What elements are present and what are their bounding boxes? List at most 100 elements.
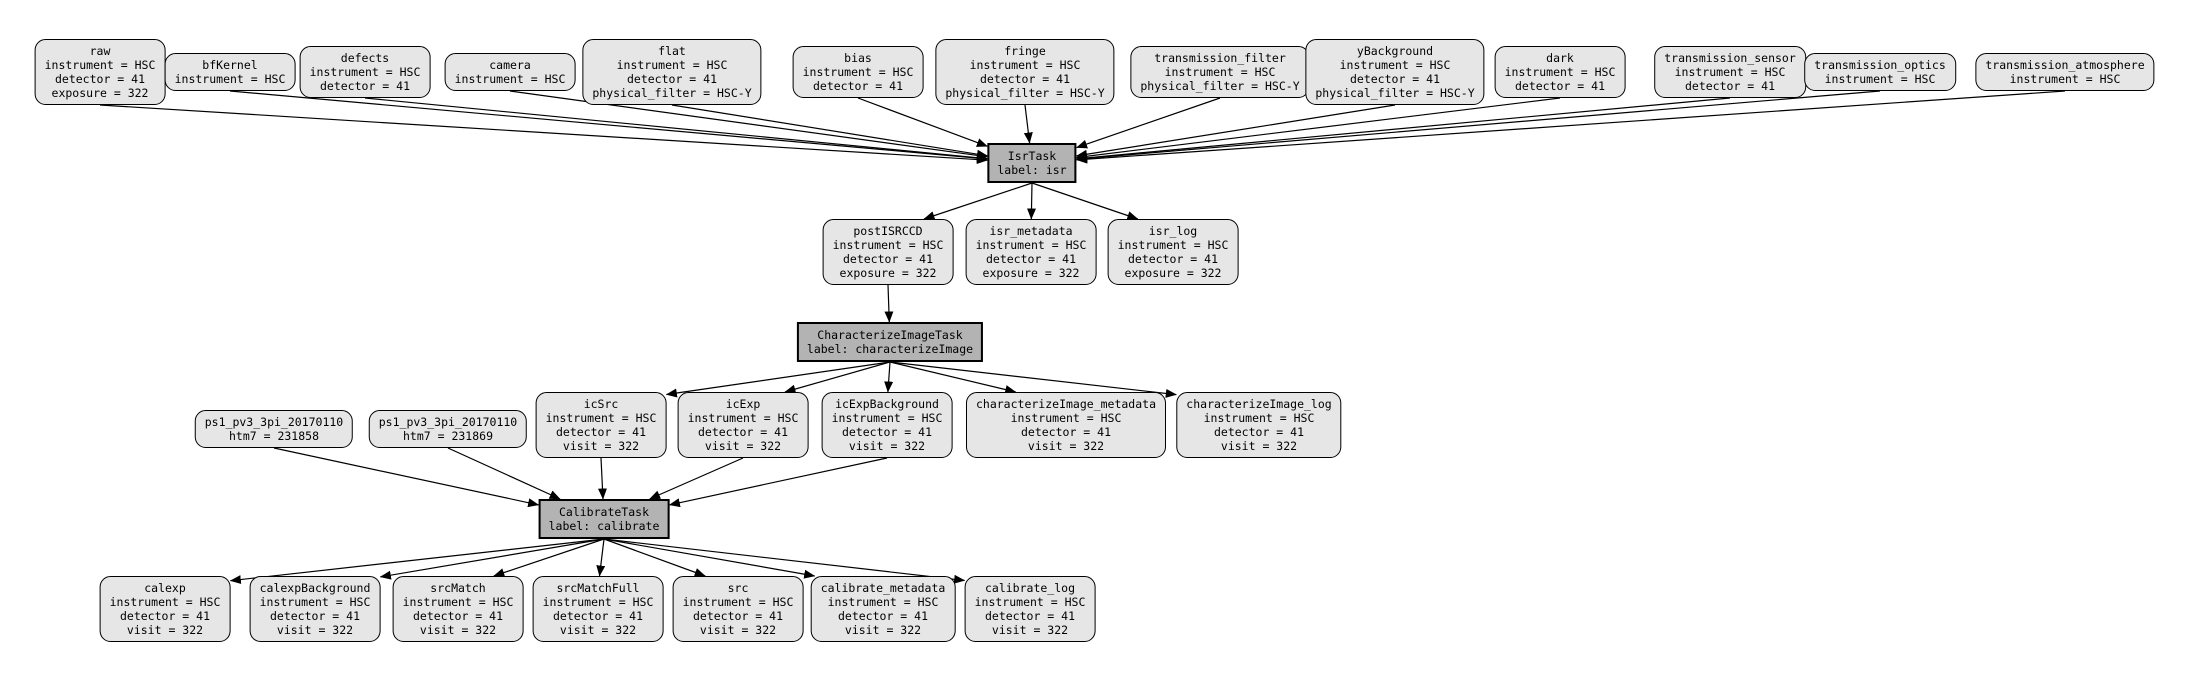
node-title: calibrate_metadata bbox=[820, 581, 946, 595]
node-attr: detector = 41 bbox=[1684, 79, 1775, 93]
node-attr: detector = 41 bbox=[979, 72, 1070, 86]
edge-calibrateTask-to-calibrate_metadata bbox=[603, 538, 816, 579]
node-title: dark bbox=[1546, 51, 1574, 65]
node-attr: label: calibrate bbox=[548, 519, 660, 533]
node-isr-log: isr_log instrument = HSC detector = 41 e… bbox=[1107, 219, 1239, 285]
node-attr: visit = 322 bbox=[419, 623, 497, 637]
node-characterizeImage-metadata: characterizeImage_metadata instrument = … bbox=[965, 392, 1167, 458]
node-attr: detector = 41 bbox=[985, 252, 1076, 266]
node-title: transmission_sensor bbox=[1664, 51, 1796, 65]
node-title: transmission_atmosphere bbox=[1985, 58, 2145, 72]
node-attr: instrument = HSC bbox=[975, 238, 1087, 252]
node-attr: instrument = HSC bbox=[969, 58, 1081, 72]
node-title: srcMatch bbox=[430, 581, 486, 595]
edge-defects-to-isrTask bbox=[364, 97, 988, 163]
node-attr: detector = 41 bbox=[1213, 425, 1304, 439]
node-srcMatch: srcMatch instrument = HSC detector = 41 … bbox=[392, 576, 524, 642]
node-attr: physical_filter = HSC-Y bbox=[1140, 79, 1300, 93]
node-title: transmission_filter bbox=[1154, 51, 1286, 65]
edge-transmission_sensor-to-isrTask bbox=[1076, 97, 1731, 163]
node-attr: instrument = HSC bbox=[832, 238, 944, 252]
edge-characterizeImageTask-to-characterizeImage_metadata bbox=[889, 361, 1017, 394]
node-flat: flat instrument = HSC detector = 41 phys… bbox=[582, 39, 762, 105]
edge-calibrateTask-to-src bbox=[603, 538, 706, 577]
node-attr: detector = 41 bbox=[692, 609, 783, 623]
edge-bias-to-isrTask bbox=[857, 97, 988, 147]
node-attr: instrument = HSC bbox=[1010, 411, 1122, 425]
node-ps1-refcat-231869: ps1_pv3_3pi_20170110 htm7 = 231869 bbox=[368, 410, 528, 448]
node-title: postISRCCD bbox=[853, 224, 923, 238]
node-attr: exposure = 322 bbox=[51, 86, 149, 100]
node-attr: instrument = HSC bbox=[827, 595, 939, 609]
node-title: IsrTask bbox=[1007, 149, 1057, 163]
node-camera: camera instrument = HSC bbox=[444, 53, 576, 91]
edge-characterizeImageTask-to-icExp bbox=[784, 361, 891, 394]
node-title: ps1_pv3_3pi_20170110 bbox=[378, 415, 518, 429]
node-title: defects bbox=[340, 51, 390, 65]
node-raw: raw instrument = HSC detector = 41 expos… bbox=[34, 39, 166, 105]
node-attr: detector = 41 bbox=[54, 72, 145, 86]
node-attr: detector = 41 bbox=[841, 425, 932, 439]
node-attr: visit = 322 bbox=[699, 623, 777, 637]
node-title: flat bbox=[658, 44, 686, 58]
node-isr-metadata: isr_metadata instrument = HSC detector =… bbox=[965, 219, 1097, 285]
edge-calibrateTask-to-srcMatch bbox=[493, 538, 605, 577]
node-attr: visit = 322 bbox=[1027, 439, 1105, 453]
node-attr: instrument = HSC bbox=[545, 411, 657, 425]
node-attr: detector = 41 bbox=[842, 252, 933, 266]
node-attr: detector = 41 bbox=[319, 79, 410, 93]
edge-transmission_filter-to-isrTask bbox=[1076, 97, 1221, 149]
node-attr: detector = 41 bbox=[1514, 79, 1605, 93]
node-yBackground: yBackground instrument = HSC detector = … bbox=[1305, 39, 1485, 105]
node-icExp: icExp instrument = HSC detector = 41 vis… bbox=[677, 392, 809, 458]
edge-isrTask-to-postISRCCD bbox=[923, 182, 1033, 220]
edge-calibrateTask-to-srcMatchFull bbox=[596, 538, 606, 577]
node-attr: detector = 41 bbox=[1349, 72, 1440, 86]
edge-characterizeImageTask-to-characterizeImage_log bbox=[889, 361, 1177, 398]
node-attr: label: characterizeImage bbox=[806, 342, 974, 356]
node-title: transmission_optics bbox=[1814, 58, 1946, 72]
edge-calibrateTask-to-calexp bbox=[229, 538, 605, 585]
node-title: calexpBackground bbox=[259, 581, 371, 595]
node-attr: instrument = HSC bbox=[831, 411, 943, 425]
node-attr: instrument = HSC bbox=[802, 65, 914, 79]
edge-icExp-to-calibrateTask bbox=[649, 457, 744, 500]
node-attr: visit = 322 bbox=[704, 439, 782, 453]
node-attr: detector = 41 bbox=[837, 609, 928, 623]
edge-characterizeImageTask-to-icExpBackground bbox=[884, 361, 894, 393]
node-attr: htm7 = 231869 bbox=[402, 429, 494, 443]
node-attr: instrument = HSC bbox=[44, 58, 156, 72]
node-attr: visit = 322 bbox=[562, 439, 640, 453]
node-title: yBackground bbox=[1356, 44, 1434, 58]
edge-characterizeImageTask-to-icSrc bbox=[665, 361, 891, 398]
node-attr: htm7 = 231858 bbox=[228, 429, 320, 443]
node-bias: bias instrument = HSC detector = 41 bbox=[792, 46, 924, 98]
node-attr: detector = 41 bbox=[119, 609, 210, 623]
node-defects: defects instrument = HSC detector = 41 bbox=[299, 46, 431, 98]
node-attr: instrument = HSC bbox=[1339, 58, 1451, 72]
node-title: CalibrateTask bbox=[558, 505, 649, 519]
edge-calibrateTask-to-calexpBackground bbox=[379, 538, 605, 580]
node-icExpBackground: icExpBackground instrument = HSC detecto… bbox=[821, 392, 953, 458]
edge-ps1_231858-to-calibrateTask bbox=[273, 447, 540, 508]
node-attr: exposure = 322 bbox=[982, 266, 1080, 280]
node-title: bias bbox=[844, 51, 872, 65]
node-title: characterizeImage_log bbox=[1186, 397, 1332, 411]
node-title: calibrate_log bbox=[984, 581, 1075, 595]
node-attr: visit = 322 bbox=[276, 623, 354, 637]
node-attr: detector = 41 bbox=[412, 609, 503, 623]
node-attr: detector = 41 bbox=[1020, 425, 1112, 439]
node-attr: instrument = HSC bbox=[1504, 65, 1616, 79]
node-attr: exposure = 322 bbox=[1124, 266, 1222, 280]
node-title: ps1_pv3_3pi_20170110 bbox=[204, 415, 344, 429]
node-calibrate-task: CalibrateTask label: calibrate bbox=[538, 499, 670, 539]
node-attr: instrument = HSC bbox=[1674, 65, 1786, 79]
node-transmission-filter: transmission_filter instrument = HSC phy… bbox=[1130, 46, 1310, 98]
node-attr: physical_filter = HSC-Y bbox=[945, 86, 1105, 100]
node-attr: instrument = HSC bbox=[1824, 72, 1936, 86]
node-attr: physical_filter = HSC-Y bbox=[592, 86, 752, 100]
node-attr: detector = 41 bbox=[552, 609, 643, 623]
node-attr: instrument = HSC bbox=[2009, 72, 2121, 86]
node-attr: label: isr bbox=[997, 163, 1067, 177]
node-attr: visit = 322 bbox=[126, 623, 204, 637]
